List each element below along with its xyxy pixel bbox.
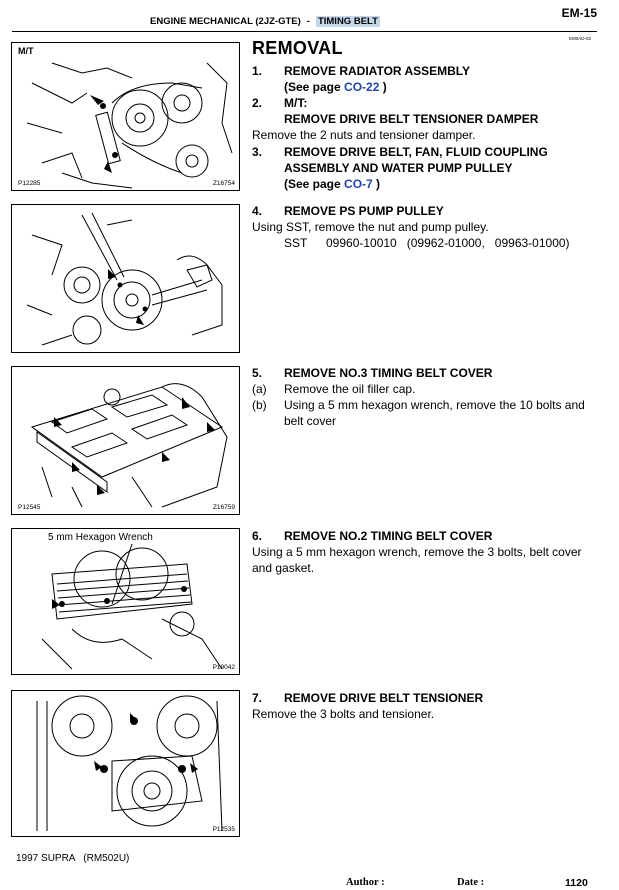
sub-text-b-line2: belt cover [284,414,337,428]
step-6: 6. REMOVE NO.2 TIMING BELT COVER Using a … [252,528,612,576]
step-4-body: Using SST, remove the nut and pump pulle… [252,220,489,234]
ps-pump-pulley-sst-drawing-icon [26,212,223,346]
figure-drive-belt-tensioner: P12535 [11,690,240,837]
link-co-22[interactable]: CO-22 [344,80,380,94]
footer-author-label: Author : [346,877,385,888]
step-7-title: REMOVE DRIVE BELT TENSIONER [284,691,484,705]
figure-label-hexagon-wrench: 5 mm Hexagon Wrench [48,532,153,543]
step-2-title: REMOVE DRIVE BELT TENSIONER DAMPER [284,112,539,126]
header-section: ENGINE MECHANICAL (2JZ-GTE) [150,16,301,27]
step-3-title-line1: REMOVE DRIVE BELT, FAN, FLUID COUPLING [284,145,548,159]
step-7-body: Remove the 3 bolts and tensioner. [252,707,435,721]
header-divider [12,31,597,32]
step-4-sst: SST 09960-10010 (09962-01000, 09963-01000… [252,235,612,251]
sst-label: SST [284,236,308,250]
step-5-a: (a) Remove the oil filler cap. [252,381,612,397]
header-subsection: TIMING BELT [315,16,380,27]
step-2-body: Remove the 2 nuts and tensioner damper. [252,128,476,142]
step-2-number: 2. [252,96,263,110]
step-7-number: 7. [252,691,263,705]
timing-belt-cover-no2-drawing-icon [41,543,223,670]
footer-page-number: 1120 [565,877,588,889]
page-code: EM-15 [561,6,597,20]
sub-text-a: Remove the oil filler cap. [284,382,416,396]
step-6-number: 6. [252,529,263,543]
footer-date-label: Date : [457,877,485,888]
step-5-title: REMOVE NO.3 TIMING BELT COVER [284,366,493,380]
figure-code-right: Z16754 [212,180,235,187]
timing-belt-cover-no3-drawing-icon [30,383,228,508]
footer-model: 1997 SUPRA (RM502U) [16,853,130,864]
reference-suffix: ) [379,80,387,94]
step-5-b: (b) Using a 5 mm hexagon wrench, remove t… [252,397,612,413]
figure-code-left: P12545 [18,504,41,511]
step-2: 2. M/T: REMOVE DRIVE BELT TENSIONER DAMPE… [252,95,612,143]
drive-belt-tensioner-drawing-icon [36,695,223,832]
sst-value: 09960-10010 (09962-01000, 09963-01000) [326,236,570,250]
sub-label-b: (b) [252,398,267,412]
figure-drive-belt-tensioner-damper: M/T P12285 Z16754 [11,42,240,191]
step-3-number: 3. [252,145,263,159]
reference-suffix: ) [372,177,381,191]
engine-belt-tensioner-drawing-icon [26,62,233,189]
step-6-body-line2: and gasket. [252,561,315,575]
step-3: 3. REMOVE DRIVE BELT, FAN, FLUID COUPLING… [252,144,612,192]
sub-label-a: (a) [252,382,267,396]
step-1-reference: (See page CO-22 ) [252,79,602,95]
step-1-title: REMOVE RADIATOR ASSEMBLY [284,64,471,78]
step-6-title: REMOVE NO.2 TIMING BELT COVER [284,529,493,543]
step-2-condition: M/T: [284,96,308,110]
figure-code-right: P12535 [212,826,235,833]
figure-no2-timing-belt-cover: 5 mm Hexagon Wrench P19042 [11,528,240,675]
step-5-number: 5. [252,366,263,380]
step-4-number: 4. [252,204,263,218]
step-4: 4. REMOVE PS PUMP PULLEY Using SST, remov… [252,203,612,251]
link-co-7[interactable]: CO-7 [344,177,373,191]
step-4-title: REMOVE PS PUMP PULLEY [284,204,444,218]
header-separator: - [306,16,310,27]
reference-prefix: (See page [284,80,345,94]
figure-no3-timing-belt-cover: P12545 Z16759 [11,366,240,515]
figure-code-right: P19042 [212,664,235,671]
doc-code: EM0AD-02 [568,36,591,41]
reference-prefix: (See page [284,177,345,191]
step-3-reference: (See page CO-7 ) [252,176,612,192]
step-1-number: 1. [252,64,263,78]
step-6-body-line1: Using a 5 mm hexagon wrench, remove the … [252,545,582,559]
step-3-title-line2: ASSEMBLY AND WATER PUMP PULLEY [284,161,513,175]
step-5: 5. REMOVE NO.3 TIMING BELT COVER (a) Remov… [252,365,612,429]
step-7: 7. REMOVE DRIVE BELT TENSIONER Remove the… [252,690,612,722]
sub-text-b-line1: Using a 5 mm hexagon wrench, remove the … [284,398,585,412]
figure-code-right: Z16759 [212,504,235,511]
figure-label-mt: M/T [18,46,34,56]
figure-ps-pump-pulley [11,204,240,353]
step-1: 1. REMOVE RADIATOR ASSEMBLY (See page CO-… [252,63,602,95]
section-title: REMOVAL [252,38,343,58]
header-section-title: ENGINE MECHANICAL (2JZ-GTE)-TIMING BELT [150,16,380,27]
figure-code-left: P12285 [18,180,41,187]
